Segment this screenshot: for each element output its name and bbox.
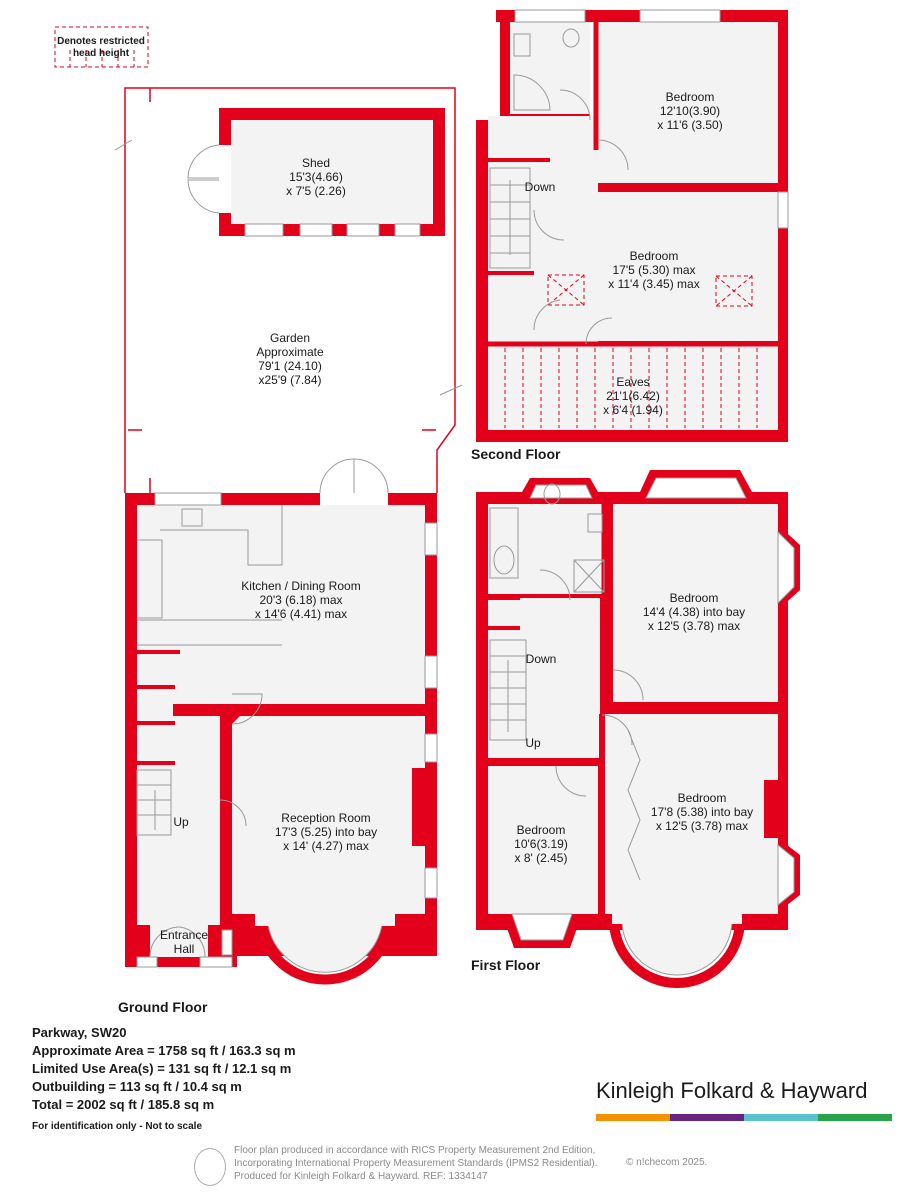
second-floor — [476, 9, 789, 442]
eaves-length: 21'1(6.42) — [606, 389, 660, 403]
ff-stairs-down: Down — [526, 652, 557, 666]
credit-block: Floor plan produced in accordance with R… — [194, 1144, 754, 1188]
ff-bedroom-2-width: x 12'5 (3.78) max — [656, 819, 748, 833]
limited-use-area: Limited Use Area(s) = 131 sq ft / 12.1 s… — [32, 1061, 292, 1076]
brand-bar-purple — [670, 1114, 744, 1121]
shed — [187, 108, 445, 237]
ff-bedroom-3-name: Bedroom — [517, 823, 566, 837]
legend-line-1: Denotes restricted — [57, 36, 145, 47]
ground-floor — [125, 458, 438, 985]
sf-bedroom-1-name: Bedroom — [666, 90, 715, 104]
sf-stairs-down: Down — [525, 180, 556, 194]
eaves-width: x 6'4 (1.94) — [603, 403, 663, 417]
legend-line-2: head height — [73, 48, 130, 59]
kitchen-width: x 14'6 (4.41) max — [255, 607, 347, 621]
person-icon — [194, 1148, 226, 1186]
brand-logo: Kinleigh Folkard & Hayward — [596, 1078, 892, 1121]
credit-line-3: Produced for Kinleigh Folkard & Hayward.… — [234, 1171, 488, 1182]
entrance-name: Entrance — [160, 928, 208, 942]
restricted-height-legend: Denotes restricted head height — [54, 26, 149, 68]
disclaimer: For identification only - Not to scale — [32, 1121, 203, 1132]
sf-bedroom-2-name: Bedroom — [630, 249, 679, 263]
property-info: Parkway, SW20 Approximate Area = 1758 sq… — [32, 1024, 296, 1136]
eaves-name: Eaves — [616, 375, 649, 389]
brand-bar-teal — [744, 1114, 818, 1121]
sf-bedroom-1-width: x 11'6 (3.50) — [657, 118, 722, 132]
approximate-area: Approximate Area = 1758 sq ft / 163.3 sq… — [32, 1043, 296, 1058]
total-area: Total = 2002 sq ft / 185.8 sq m — [32, 1097, 215, 1112]
second-floor-title: Second Floor — [471, 446, 561, 462]
shed-width: x 7'5 (2.26) — [286, 184, 346, 198]
ff-bedroom-1-length: 14'4 (4.38) into bay — [643, 605, 745, 619]
ff-bedroom-2-name: Bedroom — [678, 791, 727, 805]
ff-bedroom-1-width: x 12'5 (3.78) max — [648, 619, 740, 633]
garden-length: 79'1 (24.10) — [258, 359, 322, 373]
ground-floor-title: Ground Floor — [118, 999, 208, 1015]
brand-name: Kinleigh Folkard & Hayward — [596, 1078, 868, 1103]
room-labels: Shed 15'3(4.66) x 7'5 (2.26) Garden Appr… — [118, 90, 753, 1015]
credit-text: Floor plan produced in accordance with R… — [234, 1144, 598, 1183]
first-floor — [476, 470, 800, 988]
garden-name: Garden — [270, 331, 310, 345]
outbuilding-area: Outbuilding = 113 sq ft / 10.4 sq m — [32, 1079, 242, 1094]
brand-color-bar — [596, 1114, 892, 1121]
sf-bedroom-2-length: 17'5 (5.30) max — [613, 263, 696, 277]
ff-stairs-up: Up — [525, 736, 541, 750]
ff-bedroom-1-name: Bedroom — [670, 591, 719, 605]
ff-bedroom-3-length: 10'6(3.19) — [514, 837, 568, 851]
shed-length: 15'3(4.66) — [289, 170, 343, 184]
reception-length: 17'3 (5.25) into bay — [275, 825, 377, 839]
garden-area — [114, 87, 463, 493]
first-floor-title: First Floor — [471, 957, 541, 973]
garden-approx: Approximate — [256, 345, 324, 359]
ff-bedroom-2-length: 17'8 (5.38) into bay — [651, 805, 753, 819]
garden-width: x25'9 (7.84) — [259, 373, 322, 387]
sf-bedroom-1-length: 12'10(3.90) — [660, 104, 720, 118]
entrance-hall: Hall — [174, 942, 195, 956]
credit-line-1: Floor plan produced in accordance with R… — [234, 1145, 596, 1156]
shed-name: Shed — [302, 156, 330, 170]
address: Parkway, SW20 — [32, 1025, 127, 1040]
copyright: © n!checom 2025. — [626, 1157, 708, 1168]
reception-width: x 14' (4.27) max — [283, 839, 369, 853]
kitchen-length: 20'3 (6.18) max — [260, 593, 343, 607]
kitchen-name: Kitchen / Dining Room — [241, 579, 360, 593]
brand-bar-green — [818, 1114, 892, 1121]
gf-stairs-up: Up — [173, 815, 189, 829]
ff-bedroom-3-width: x 8' (2.45) — [515, 851, 568, 865]
brand-bar-orange — [596, 1114, 670, 1121]
reception-name: Reception Room — [281, 811, 370, 825]
sf-bedroom-2-width: x 11'4 (3.45) max — [608, 277, 699, 291]
credit-line-2: Incorporating International Property Mea… — [234, 1158, 598, 1169]
